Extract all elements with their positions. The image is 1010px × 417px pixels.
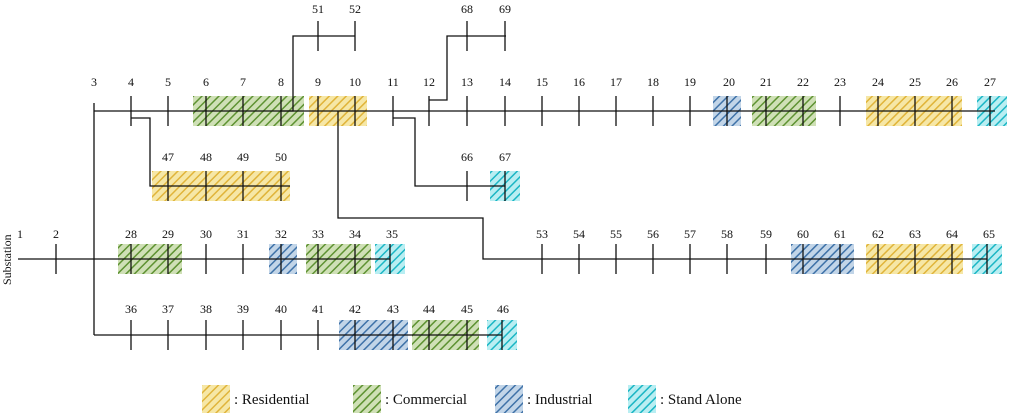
bus-label: 63 [909,227,921,241]
bus-label: 5 [165,75,171,89]
bus-label: 60 [797,227,809,241]
bus-label: 66 [461,150,473,164]
bus-label: 1 [17,227,23,241]
bus-label: 11 [387,75,399,89]
bus-label: 59 [760,227,772,241]
bus-label: 47 [162,150,174,164]
bus-label: 61 [834,227,846,241]
bus-label: 19 [684,75,696,89]
bus-label: 38 [200,302,212,316]
bus-label: 9 [315,75,321,89]
legend-label-commercial: : Commercial [385,392,467,408]
bus-label: 37 [162,302,174,316]
bus-label: 65 [983,227,995,241]
bus-label: 44 [423,302,435,316]
lateral-47-50 [131,117,290,187]
bus-label: 49 [237,150,249,164]
bus-label: 21 [760,75,772,89]
bus-label: 69 [499,2,511,16]
bus-label: 41 [312,302,324,316]
legend: : Residential : Commercial : Industrial … [202,385,742,413]
legend-label-industrial: : Industrial [527,392,592,408]
legend-label-standalone: : Stand Alone [660,392,742,408]
bus-label: 17 [610,75,622,89]
bus-label: 20 [723,75,735,89]
bus-label: 16 [573,75,585,89]
substation-label: Substation [0,234,14,285]
bus-label: 62 [872,227,884,241]
lateral-68-69 [429,35,506,101]
bus-label: 67 [499,150,511,164]
legend-swatch-commercial [353,385,381,413]
bus-label: 45 [461,302,473,316]
bus-label: 15 [536,75,548,89]
bus-label: 14 [499,75,511,89]
bus-label: 27 [984,75,996,89]
bus-label: 13 [461,75,473,89]
bus-label: 4 [128,75,134,89]
bus-label: 18 [647,75,659,89]
bus-label: 7 [240,75,246,89]
bus-label: 51 [312,2,324,16]
bus-label: 36 [125,302,137,316]
bus-label: 48 [200,150,212,164]
lateral-66-67 [393,117,505,187]
bus-label: 30 [200,227,212,241]
lateral-51-52 [281,35,355,112]
bus-label: 52 [349,2,361,16]
bus-label: 56 [647,227,659,241]
bus-label: 55 [610,227,622,241]
bus-label: 8 [278,75,284,89]
bus-label: 50 [275,150,287,164]
bus-label: 43 [387,302,399,316]
bus-label: 25 [909,75,921,89]
legend-swatch-residential [202,385,230,413]
bus-label: 22 [797,75,809,89]
legend-swatch-industrial [495,385,523,413]
feeder-lines [18,35,995,336]
bus-label: 33 [312,227,324,241]
bus-label: 24 [872,75,884,89]
bus-label: 40 [275,302,287,316]
bus-label: 31 [237,227,249,241]
bus-label: 28 [125,227,137,241]
bus-label: 34 [349,227,361,241]
bus-label: 6 [203,75,209,89]
bus-label: 58 [721,227,733,241]
legend-swatch-standalone [628,385,656,413]
bus-label: 68 [461,2,473,16]
bus-ticks [55,21,991,350]
bus-labels: 1 2 3 4 5 6 7 8 9 10 11 12 13 14 15 16 1… [17,2,996,316]
bus-label: 32 [275,227,287,241]
bus-label: 10 [349,75,361,89]
bus-label: 42 [349,302,361,316]
bus-label: 54 [573,227,585,241]
legend-label-residential: : Residential [234,392,309,408]
bus-label: 26 [946,75,958,89]
bus-label: 2 [53,227,59,241]
bus-label: 53 [536,227,548,241]
bus-label: 12 [423,75,435,89]
bus-label: 46 [497,302,509,316]
bus-label: 23 [834,75,846,89]
bus-label: 39 [237,302,249,316]
bus-label: 35 [386,227,398,241]
lateral-53-65 [337,111,987,260]
bus-label: 57 [684,227,696,241]
bus-label: 29 [162,227,174,241]
load-zones [118,96,1007,350]
bus-label: 64 [946,227,958,241]
bus-label: 3 [91,75,97,89]
